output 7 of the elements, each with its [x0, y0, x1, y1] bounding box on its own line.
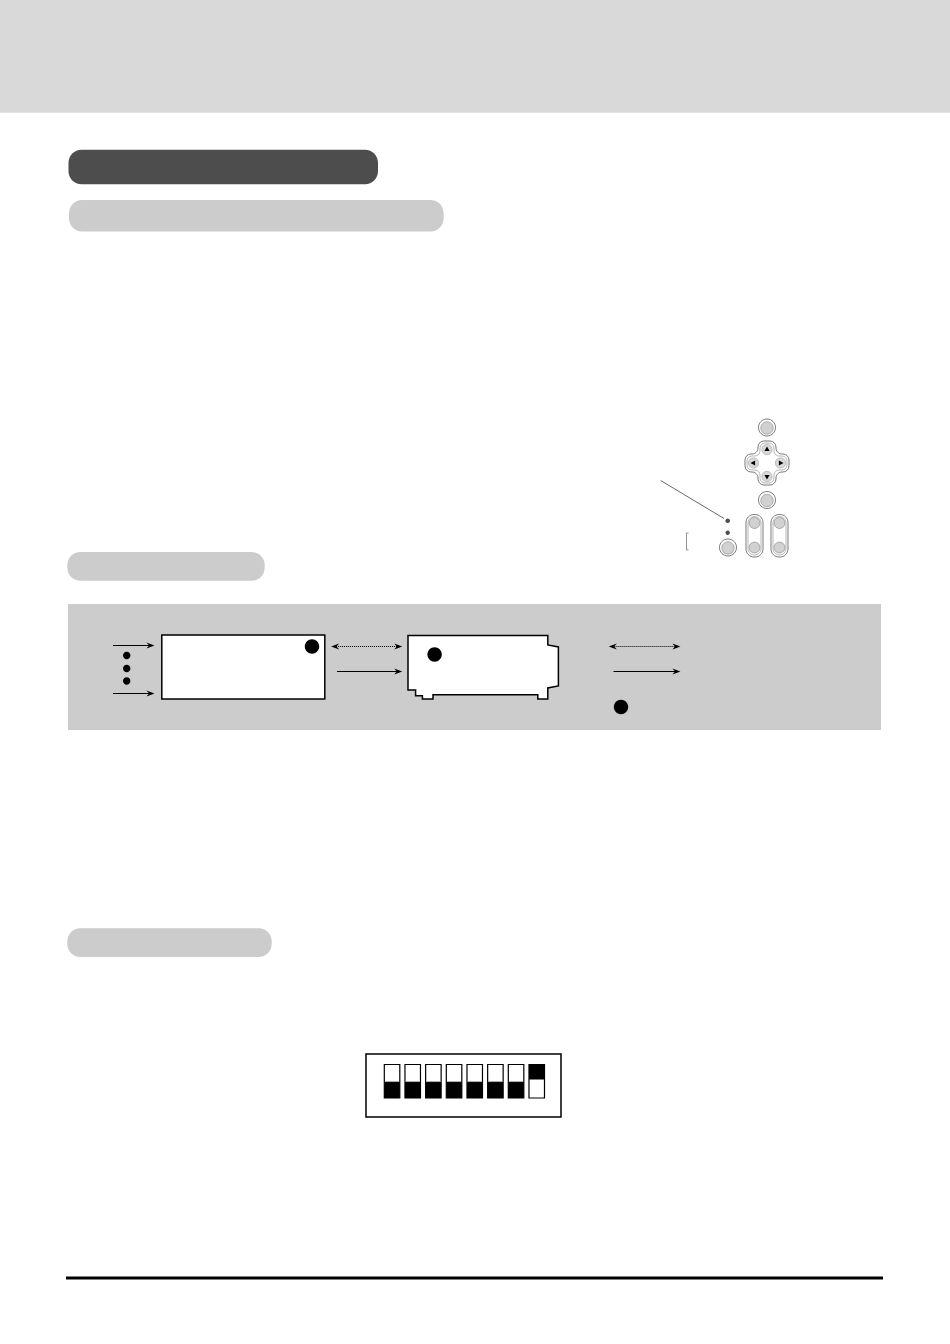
heading-bar [69, 200, 444, 232]
heading-bar [68, 149, 378, 185]
heading-bar [67, 552, 265, 581]
leader-line [660, 480, 725, 519]
heading-bar [67, 928, 272, 957]
projector-outline [407, 634, 560, 700]
computer-box [161, 634, 326, 700]
